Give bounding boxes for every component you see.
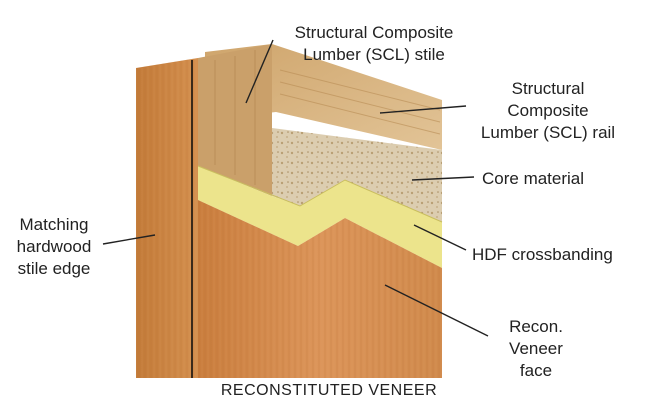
hdf-crossbanding-layer [197, 165, 443, 268]
label-veneer-face: Recon. Veneer face [509, 317, 563, 380]
label-stile-edge: Matching hardwood stile edge [16, 215, 92, 278]
label-scl-stile: Structural Composite Lumber (SCL) stile [294, 23, 454, 64]
label-core-material: Core material [482, 169, 585, 188]
leader-stile-edge [102, 234, 156, 245]
hardwood-stile-edge [136, 58, 198, 378]
leader-scl-stile [245, 39, 274, 104]
leader-scl-rail [379, 105, 467, 114]
leader-veneer-face [384, 284, 489, 337]
leader-core-material [411, 176, 475, 181]
label-hdf-crossbanding: HDF crossbanding [472, 245, 613, 264]
caption: RECONSTITUTED VENEER [220, 382, 438, 399]
label-scl-rail: Structural Composite Lumber (SCL) rail [480, 79, 616, 142]
leader-hdf [413, 224, 467, 251]
scl-stile-block [198, 44, 272, 196]
core-material-block [272, 128, 442, 222]
veneer-face [198, 200, 442, 378]
